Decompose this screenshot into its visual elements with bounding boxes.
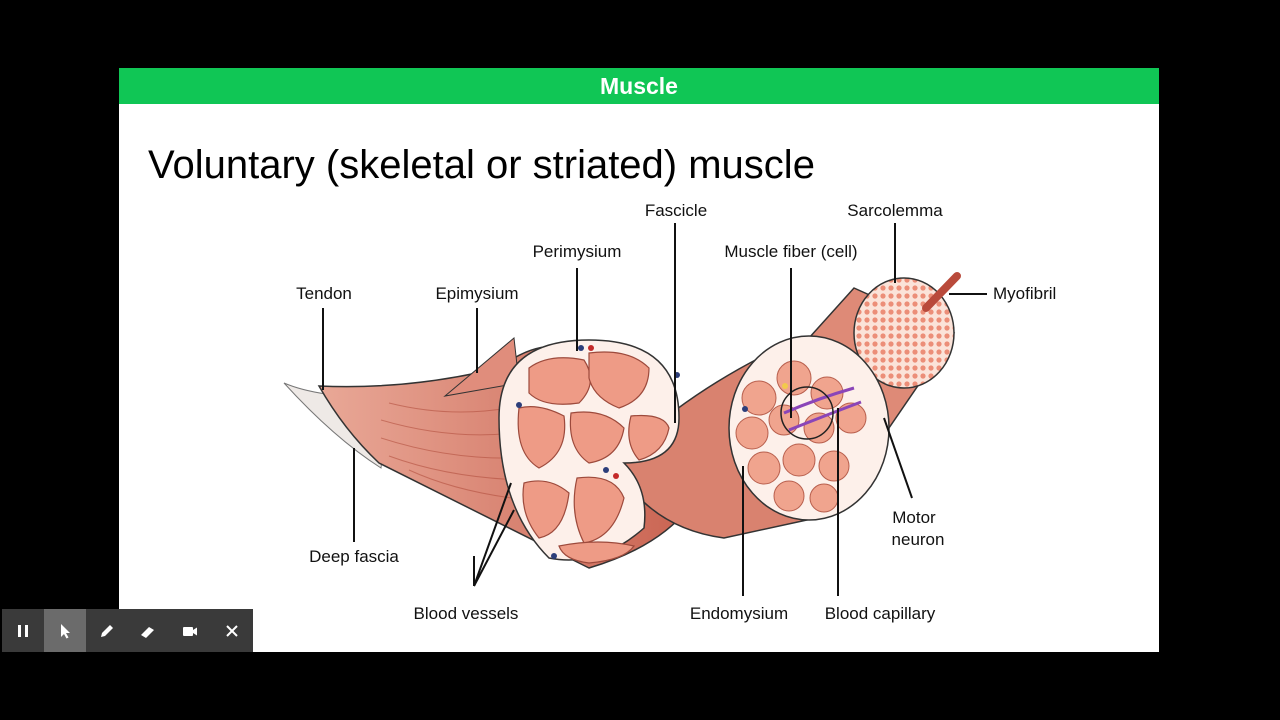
cursor-icon — [60, 623, 70, 638]
pointer-button[interactable] — [43, 609, 86, 652]
pen-icon — [100, 624, 113, 637]
label-neuron: neuron — [892, 530, 945, 549]
label-muscle-fiber: Muscle fiber (cell) — [724, 242, 857, 261]
label-perimysium: Perimysium — [533, 242, 622, 261]
slide: Muscle Voluntary (skeletal or striated) … — [119, 68, 1159, 652]
slide-header: Muscle — [119, 68, 1159, 104]
epimysium-flap — [443, 337, 520, 397]
label-tendon: Tendon — [296, 284, 352, 303]
slide-title: Voluntary (skeletal or striated) muscle — [148, 143, 815, 187]
close-button[interactable] — [211, 609, 253, 652]
label-deep-fascia: Deep fascia — [309, 547, 399, 566]
pen-button[interactable] — [86, 609, 128, 652]
label-fascicle: Fascicle — [645, 201, 707, 220]
camera-button[interactable] — [169, 609, 211, 652]
leader-lines — [322, 223, 987, 596]
camera-icon — [183, 626, 198, 636]
label-blood-vessels: Blood vessels — [414, 604, 519, 623]
eraser-icon — [141, 626, 155, 638]
header-title: Muscle — [600, 73, 678, 99]
myofibril-rod — [922, 272, 961, 312]
label-epimysium: Epimysium — [435, 284, 518, 303]
pause-button[interactable] — [2, 609, 44, 652]
muscle-anatomy-diagram: Fascicle Sarcolemma Perimysium Muscle fi… — [283, 201, 1056, 623]
label-myofibril: Myofibril — [993, 284, 1056, 303]
eraser-button[interactable] — [127, 609, 169, 652]
fascicle-fibers — [735, 360, 867, 513]
label-endomysium: Endomysium — [690, 604, 788, 623]
muscle-fiber-cell-ring — [780, 386, 834, 440]
muscle-fascicles — [517, 351, 670, 564]
label-motor: Motor — [892, 508, 936, 527]
close-icon — [226, 624, 238, 637]
presentation-toolbar — [2, 609, 253, 652]
label-blood-capillary: Blood capillary — [825, 604, 936, 623]
pause-icon — [17, 624, 28, 637]
label-sarcolemma: Sarcolemma — [847, 201, 943, 220]
